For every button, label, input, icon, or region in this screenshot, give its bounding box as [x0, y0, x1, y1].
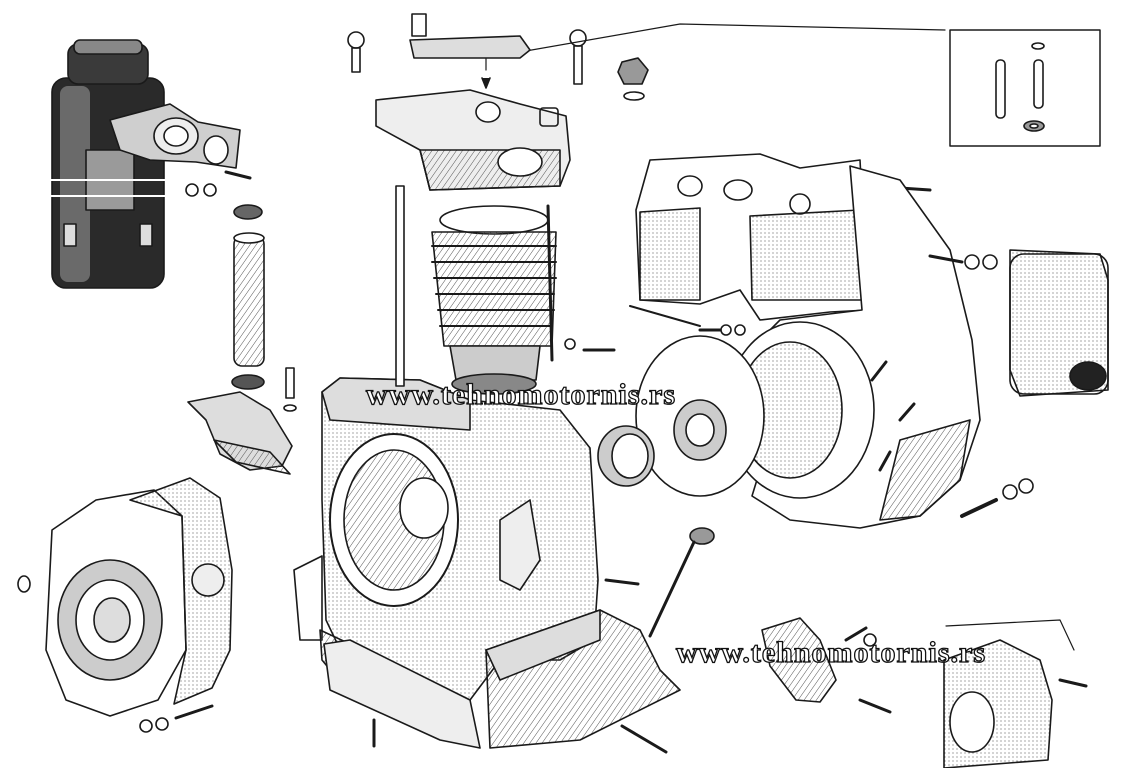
small-fasteners-right: [960, 478, 1034, 518]
flywheel: [635, 321, 875, 499]
oil-sump-plate: [323, 639, 481, 749]
small-crankcase-view: [943, 619, 1088, 769]
timing-cover: [17, 477, 233, 733]
banjo-fitting: [569, 29, 587, 85]
detail-inset-studs: [949, 29, 1101, 147]
intake-elbow: [109, 103, 241, 169]
small-fasteners-left: [185, 170, 263, 220]
push-rod-tube: [231, 232, 265, 390]
air-duct-plate: [629, 153, 932, 327]
rocker-bracket: [409, 13, 531, 59]
oil-seal: [597, 425, 655, 487]
muffler: [928, 249, 1109, 397]
fuel-pump: [761, 617, 892, 714]
oil-cap: [617, 57, 649, 101]
leader-line: [481, 23, 946, 89]
fan-shroud: [751, 165, 981, 529]
cylinder-barrel: [431, 204, 557, 395]
eye-bolt: [347, 31, 365, 73]
mounting-foot: [485, 609, 681, 754]
cylinder-head: [375, 89, 571, 191]
misc-bolts: [564, 324, 746, 586]
tappet-guide: [187, 367, 297, 475]
air-filter: [49, 39, 169, 289]
dipstick: [648, 527, 715, 638]
